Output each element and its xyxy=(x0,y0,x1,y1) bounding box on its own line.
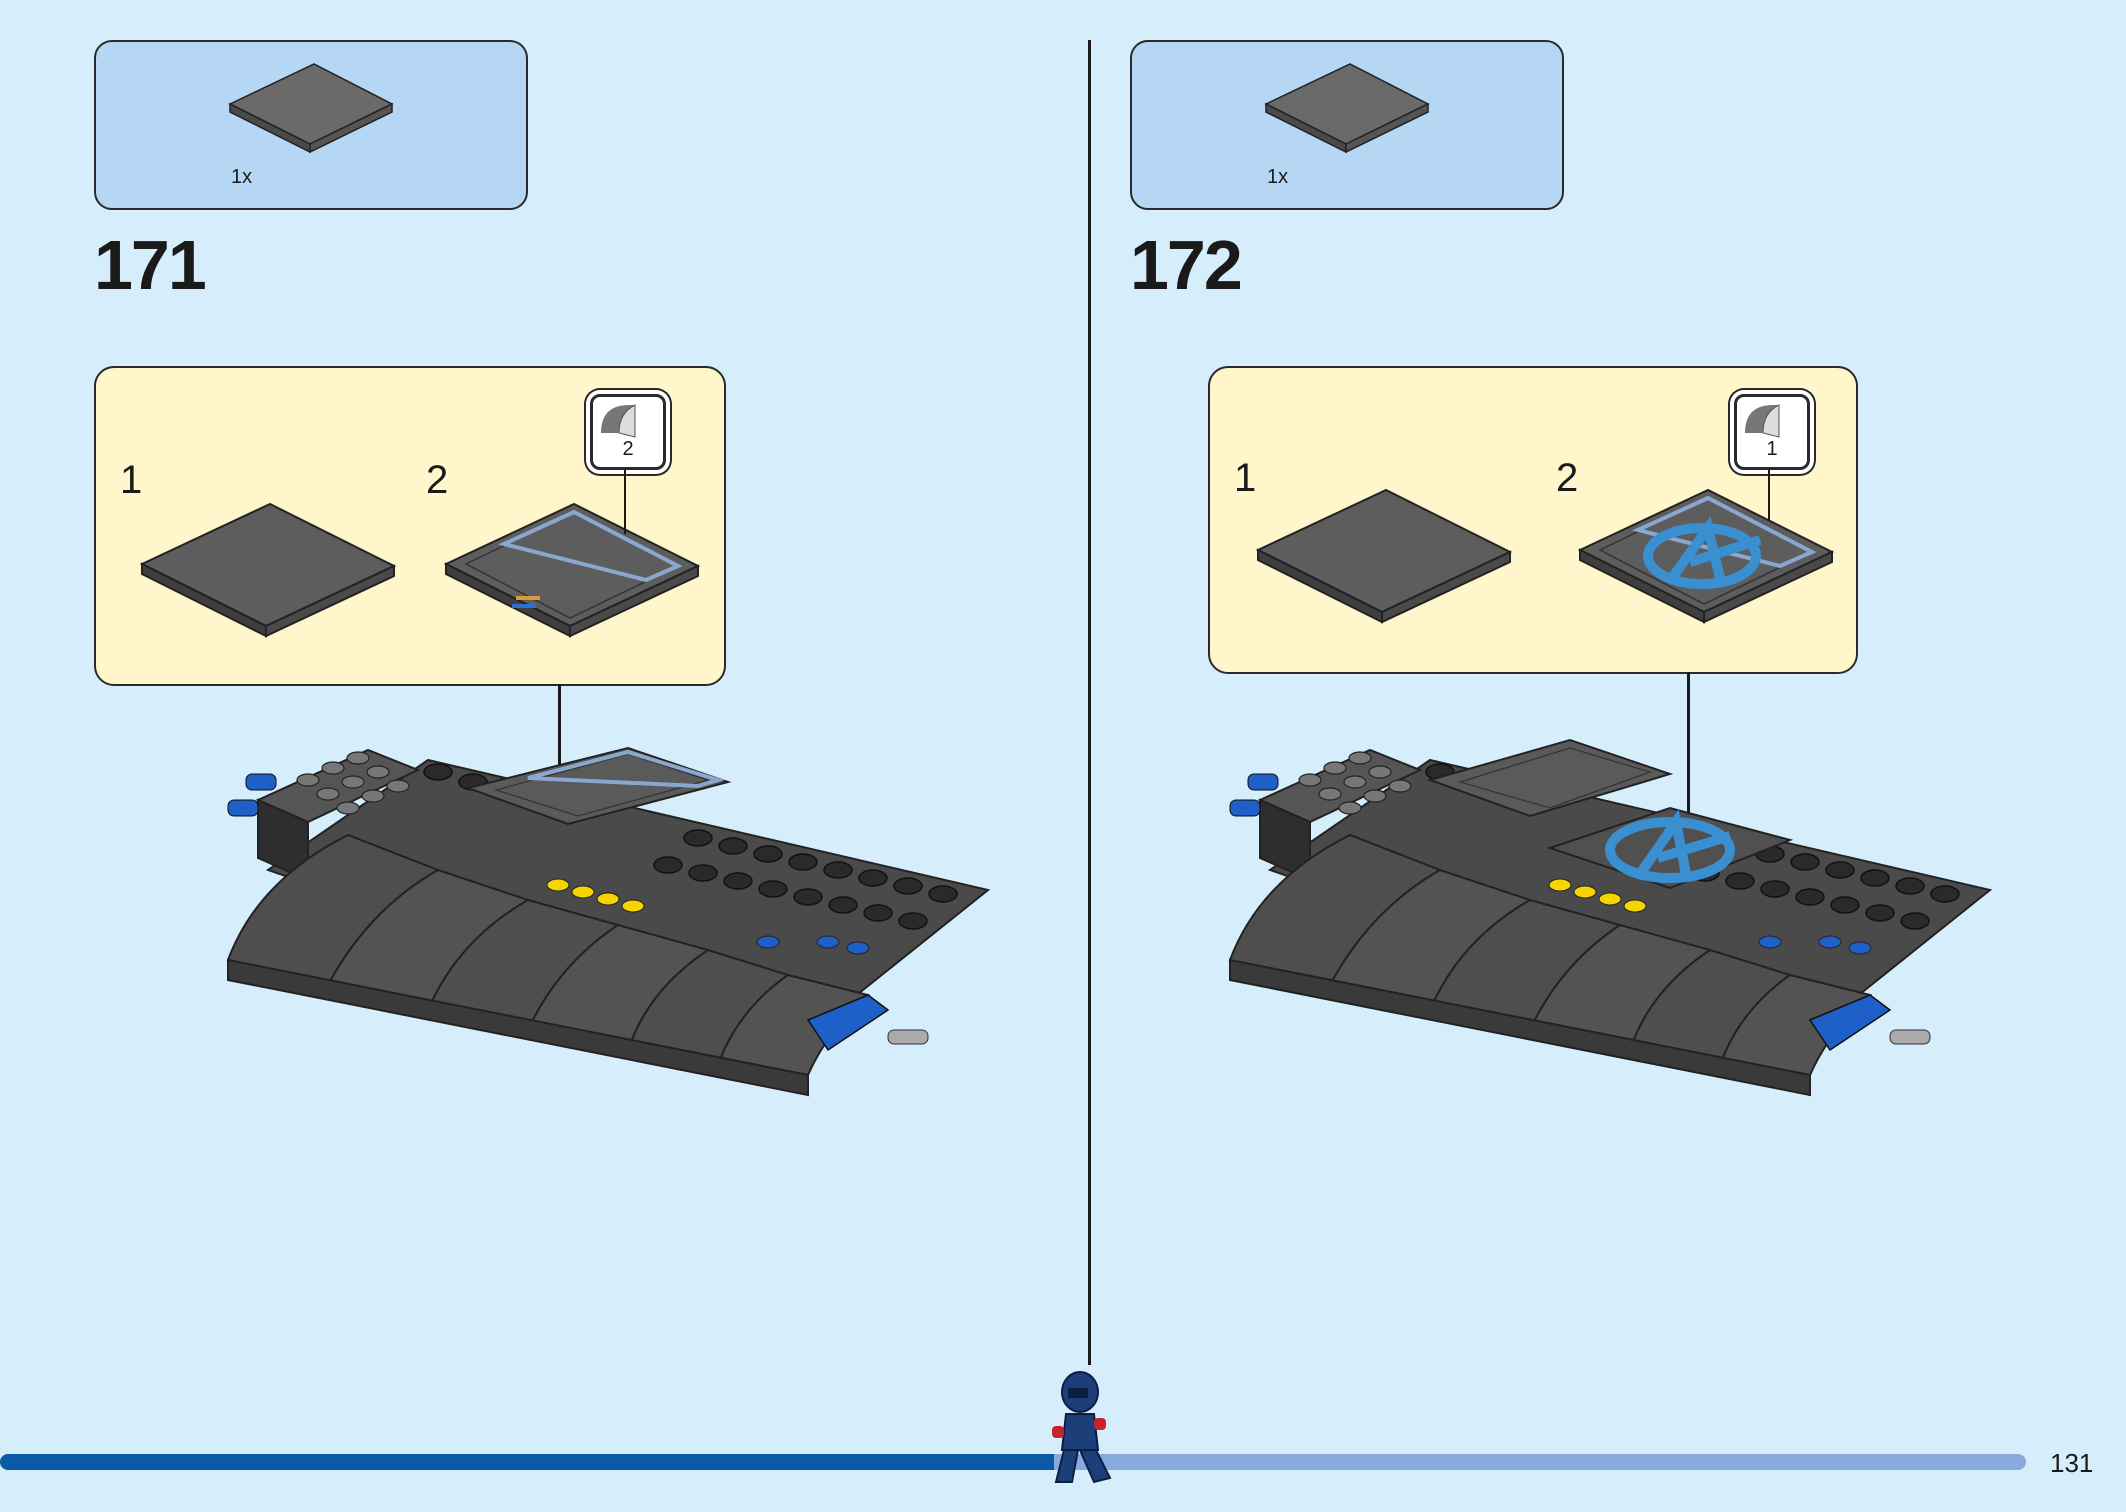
progress-bar xyxy=(0,1454,2026,1470)
sticker-curl-icon xyxy=(601,404,636,438)
part-quantity: 1x xyxy=(231,166,253,188)
substep-label-1: 1 xyxy=(1234,456,1257,500)
sticker-number: 2 xyxy=(622,438,634,460)
substep-callout-171: 1 2 2 xyxy=(94,366,726,686)
part-dark-gray-tile xyxy=(1257,489,1511,623)
substep-callout-172: 1 2 1 xyxy=(1208,366,1858,674)
model-assembly-171 xyxy=(227,746,989,1096)
sticker-number: 1 xyxy=(1766,438,1778,460)
sticker-curl-icon xyxy=(1745,404,1780,438)
part-dark-gray-tile-with-sticker xyxy=(445,503,699,637)
placement-arrow xyxy=(1687,672,1690,830)
sticker-icon: 1 xyxy=(1734,394,1810,470)
substep-label-1: 1 xyxy=(120,458,143,502)
sticker-leader-line xyxy=(624,470,626,534)
progress-bar-fill xyxy=(0,1454,1054,1470)
page-number: 131 xyxy=(2050,1448,2094,1478)
page-divider xyxy=(1088,40,1091,1365)
step-number-171: 171 xyxy=(94,226,207,304)
substep-label-2: 2 xyxy=(1556,456,1579,500)
part-dark-gray-tile-with-avengers-sticker xyxy=(1579,489,1833,623)
minifigure-walking-icon xyxy=(1052,1371,1112,1484)
parts-callout-172: 1x xyxy=(1130,40,1564,210)
part-quantity: 1x xyxy=(1267,166,1289,188)
part-dark-gray-tile xyxy=(141,503,395,637)
sticker-leader-line xyxy=(1768,470,1770,520)
substep-label-2: 2 xyxy=(426,458,449,502)
part-dark-gray-tile xyxy=(1265,63,1429,153)
part-dark-gray-tile xyxy=(229,63,393,153)
placement-arrow xyxy=(558,684,561,790)
step-number-172: 172 xyxy=(1130,226,1243,304)
parts-callout-171: 1x xyxy=(94,40,528,210)
sticker-icon: 2 xyxy=(590,394,666,470)
model-assembly-172 xyxy=(1229,738,1991,1096)
